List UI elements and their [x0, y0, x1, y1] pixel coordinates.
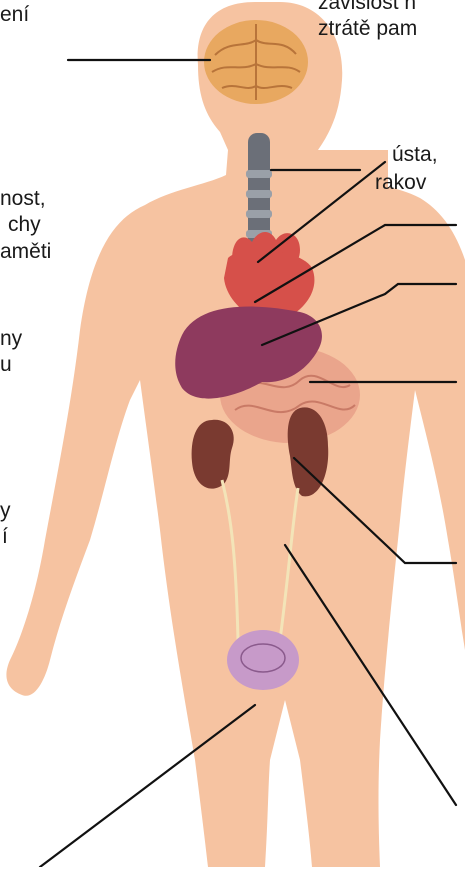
label-mouth-line1: ústa, [392, 142, 438, 167]
trachea-ring [246, 190, 272, 198]
label-top-right-line1: závislost n [318, 0, 416, 15]
label-left-low-line2: u [0, 352, 12, 377]
bladder-shape [227, 630, 299, 690]
brain [204, 20, 308, 104]
label-left-mid-line1: nost, [0, 186, 46, 211]
label-mouth-line2: rakov [375, 170, 426, 195]
trachea-ring [246, 210, 272, 218]
body-silhouette [6, 2, 465, 867]
body-outline [6, 2, 465, 867]
label-top-left: ení [0, 2, 29, 27]
label-left-mid-line3: aměti [0, 239, 51, 264]
label-left-bottom-line2: í [2, 524, 8, 549]
trachea-ring [246, 170, 272, 178]
label-left-mid-line2: chy [8, 212, 41, 237]
bladder [227, 630, 299, 690]
label-left-low-line1: ny [0, 326, 22, 351]
label-top-right-line2: ztrátě pam [318, 16, 417, 41]
label-left-bottom-line1: y [0, 498, 11, 523]
